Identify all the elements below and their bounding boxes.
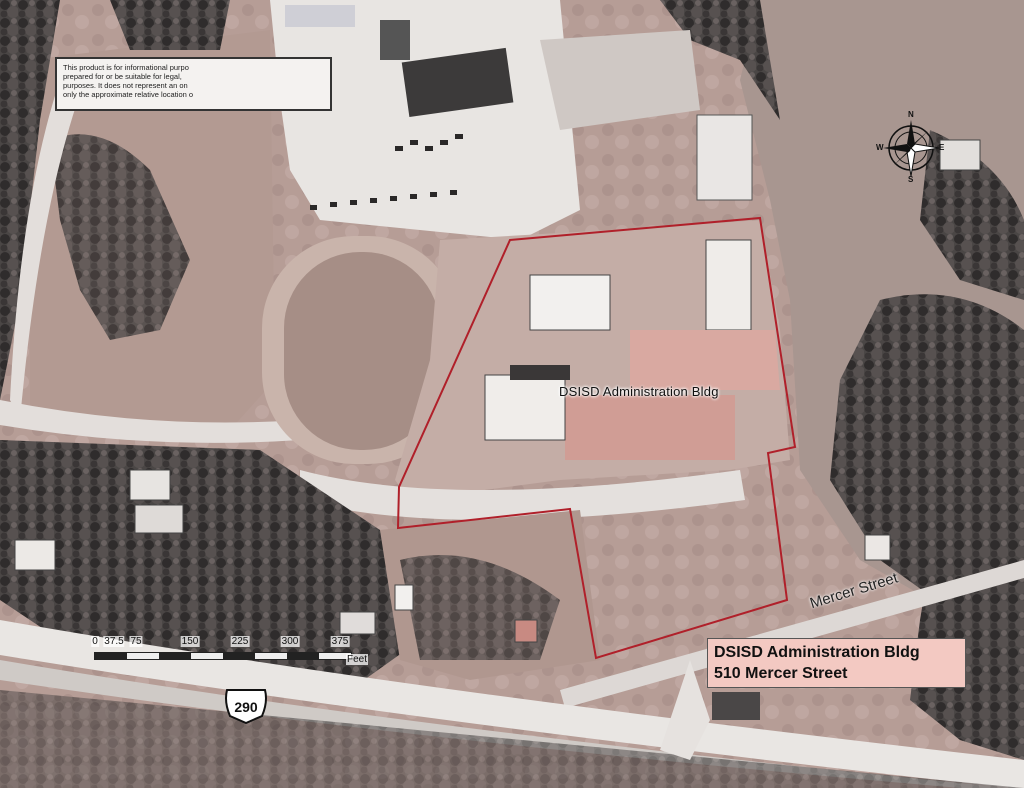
- north-building-roof: [285, 5, 355, 27]
- north-structure: [380, 20, 410, 60]
- northeast-building: [696, 114, 753, 201]
- scale-tick: 75: [129, 636, 143, 647]
- highway-290-road: [0, 620, 1024, 788]
- scale-bar: 0 37.5 75 150 225 300 375 Feet: [90, 636, 369, 670]
- address-callout: DSISD Administration Bldg 510 Mercer Str…: [707, 638, 966, 688]
- west-cross-road: [0, 400, 300, 443]
- scale-tick: 37.5: [103, 636, 125, 647]
- compass-north: N: [908, 110, 914, 119]
- building-label: DSISD Administration Bldg: [559, 384, 719, 399]
- shield-icon: [225, 689, 267, 725]
- scale-bar-graphic: [94, 652, 352, 660]
- house-9: [712, 692, 760, 720]
- north-building: [401, 47, 514, 117]
- house-5: [514, 619, 538, 643]
- scale-tick: 225: [230, 636, 250, 647]
- west-curve-road: [10, 80, 85, 420]
- admin-dark-roof: [510, 365, 570, 380]
- track-infield: [284, 252, 440, 450]
- annex-building: [705, 239, 752, 331]
- compass-icon: [883, 120, 940, 177]
- compass-east: E: [939, 143, 945, 152]
- woods-northwest: [110, 0, 230, 50]
- woods-southwest: [0, 440, 420, 690]
- house-7: [864, 534, 891, 561]
- campus-drive: [300, 470, 745, 520]
- connector-road: [660, 660, 710, 760]
- gym-building: [529, 274, 611, 331]
- scale-tick: 0: [91, 636, 99, 647]
- disclaimer-box: This product is for informational purpo …: [55, 57, 332, 111]
- admin-roof-main: [565, 395, 735, 460]
- house-3: [14, 539, 56, 571]
- scale-tick: 150: [180, 636, 200, 647]
- scale-tick: 300: [280, 636, 300, 647]
- north-lot: [540, 30, 700, 130]
- admin-wing-west: [484, 374, 566, 441]
- house-2: [134, 504, 184, 534]
- scale-tick: 375: [330, 636, 350, 647]
- house-6: [339, 611, 376, 635]
- scale-unit: Feet: [346, 654, 369, 665]
- compass-west: W: [876, 143, 884, 152]
- house-8: [939, 139, 981, 171]
- admin-roof-east: [630, 330, 780, 390]
- west-tree-grove: [50, 134, 190, 340]
- woods-far-west: [0, 0, 60, 400]
- property-boundary[interactable]: [396, 216, 797, 660]
- mercer-street-road: [560, 560, 1024, 708]
- highway-number: 290: [234, 699, 258, 715]
- north-pavement: [270, 0, 580, 240]
- compass-south: S: [908, 175, 914, 184]
- house-1: [129, 469, 171, 501]
- address-callout-title: DSISD Administration Bldg: [714, 644, 920, 661]
- woods-northeast: [920, 130, 1024, 300]
- us-highway-shield: 290: [224, 688, 268, 725]
- compass-rose: N S E W: [876, 110, 946, 184]
- house-4: [394, 584, 414, 611]
- address-callout-street: 510 Mercer Street: [714, 665, 848, 682]
- woods-east: [830, 294, 1024, 610]
